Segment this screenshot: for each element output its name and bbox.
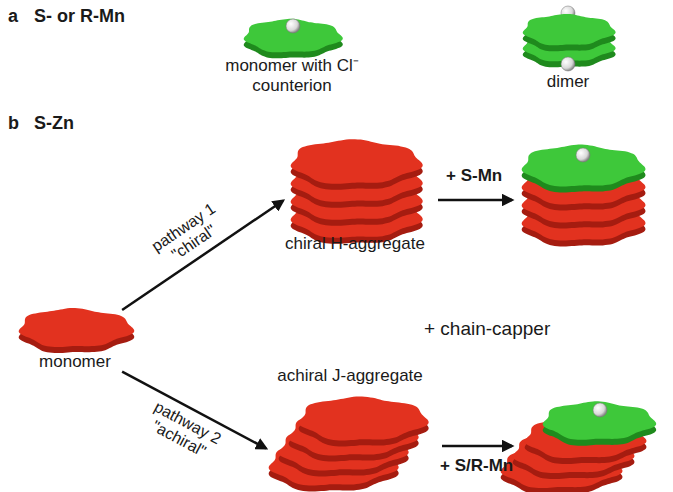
reagent-label: + S-Mn (446, 166, 502, 186)
reaction-arrow (442, 445, 512, 448)
j-aggregate-figure: achiral J-aggregate (266, 366, 434, 458)
porphyrin-disc (291, 139, 423, 190)
node-label: chiral H-aggregate (283, 234, 427, 254)
dimer-figure: dimer (518, 2, 618, 92)
chloride-ion (576, 148, 590, 162)
figure-space (518, 2, 618, 72)
pathway-label: pathway 2 "achiral" (138, 395, 228, 466)
figure-space (266, 386, 434, 458)
molecule-art (19, 6, 657, 492)
porphyrin-disc (543, 401, 657, 445)
panel-letter: a (8, 6, 18, 27)
reagent-label: + S/R-Mn (440, 456, 513, 476)
chloride-ion (286, 19, 300, 33)
porphyrin-disc (299, 396, 429, 446)
node-label: achiral J-aggregate (266, 366, 434, 386)
panel-letter: b (8, 113, 19, 134)
figure-space (283, 148, 427, 234)
porphyrin-disc (19, 308, 135, 353)
node-label: dimer (518, 72, 618, 92)
porphyrin-disc (244, 19, 343, 59)
pathway-label: pathway 1 "chiral" (145, 197, 234, 273)
figure-space (13, 310, 137, 352)
node-label: monomer (13, 352, 137, 372)
node-label: monomer with Cl⁻ counterion (210, 56, 374, 95)
h-aggregate-figure: chiral H-aggregate (283, 148, 427, 254)
porphyrin-disc (523, 14, 616, 51)
compound-name: S- or R-Mn (34, 6, 125, 27)
reaction-arrow (438, 199, 512, 202)
figure-space (210, 16, 374, 56)
compound-name: S-Zn (34, 113, 74, 134)
chloride-ion (593, 403, 607, 417)
monomer-figure: monomer (13, 310, 137, 372)
reagent-label: + chain-capper (424, 318, 550, 340)
chloride-ion (561, 57, 575, 71)
monomer-figure: monomer with Cl⁻ counterion (210, 16, 374, 95)
porphyrin-disc (522, 145, 646, 193)
